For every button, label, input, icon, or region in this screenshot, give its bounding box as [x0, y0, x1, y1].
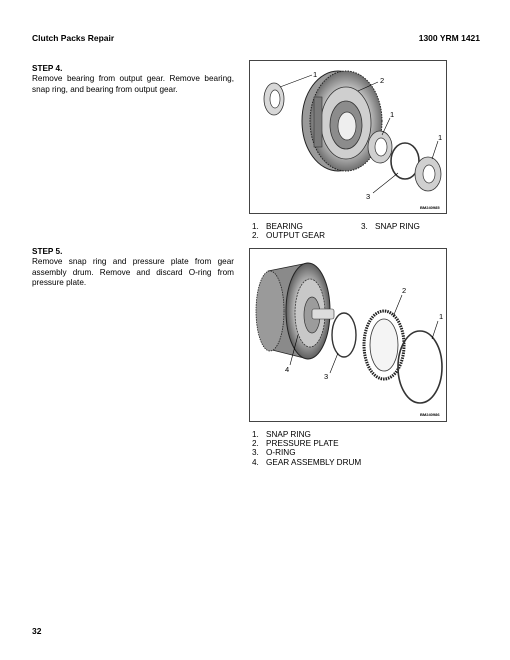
figure-1-legend-col2: 3. SNAP RING	[361, 222, 420, 231]
snap-ring	[397, 330, 443, 404]
legend-item: 2. OUTPUT GEAR	[252, 231, 325, 241]
o-ring	[331, 312, 357, 358]
snap-ring	[390, 142, 420, 180]
gear-drum-illustration: 2 1 4 3 BM240986	[255, 262, 443, 417]
figure-1-legend: 1. BEARING 2. OUTPUT GEAR	[252, 222, 325, 240]
callout-1: 1	[438, 133, 442, 142]
callout-4: 4	[285, 365, 289, 374]
callout-1: 1	[439, 312, 443, 321]
legend-item: 2. PRESSURE PLATE	[252, 439, 339, 449]
output-gear	[301, 70, 383, 172]
legend-item: 3. O-RING	[252, 448, 296, 458]
bearing-middle	[367, 130, 393, 164]
bearing-right	[414, 156, 442, 192]
legend-item: 1. SNAP RING	[252, 430, 311, 439]
figure-code: BM240986	[420, 412, 440, 417]
step-body: Remove bearing from output gear. Remove …	[32, 74, 234, 94]
document-code: 1300 YRM 1421	[418, 33, 480, 43]
page-number: 32	[32, 626, 42, 636]
figure-gear-drum-exploded: 2 1 4 3 BM240986	[249, 248, 447, 422]
step-title: STEP 4.	[32, 64, 63, 73]
gear-assembly-drum	[255, 262, 335, 360]
figure-output-gear-exploded: 1 2 1 1 3 BM240985	[249, 60, 447, 214]
step-5: STEP 5. Remove snap ring and pressure pl…	[32, 247, 234, 288]
step-4: STEP 4. Remove bearing from output gear.…	[32, 64, 234, 95]
legend-item: 4. GEAR ASSEMBLY DRUM	[252, 457, 362, 467]
step-body: Remove snap ring and pressure plate from…	[32, 257, 234, 287]
output-gear-illustration: 1 2 1 1 3 BM240985	[263, 70, 442, 210]
callout-3: 3	[366, 192, 370, 201]
callout-1: 1	[390, 110, 394, 119]
legend-item: 3. SNAP RING	[361, 222, 420, 231]
section-title: Clutch Packs Repair	[32, 33, 115, 43]
callout-3: 3	[324, 372, 328, 381]
figure-code: BM240985	[420, 205, 440, 210]
callout-2: 2	[380, 76, 384, 85]
bearing-left	[263, 82, 285, 116]
callout-1: 1	[313, 70, 317, 79]
step-title: STEP 5.	[32, 247, 63, 256]
legend-item: 1. BEARING	[252, 222, 303, 231]
figure-2-legend: 1. SNAP RING 2. PRESSURE PLATE 3. O-RING…	[252, 430, 361, 467]
callout-2: 2	[402, 286, 406, 295]
pressure-plate	[362, 309, 406, 381]
